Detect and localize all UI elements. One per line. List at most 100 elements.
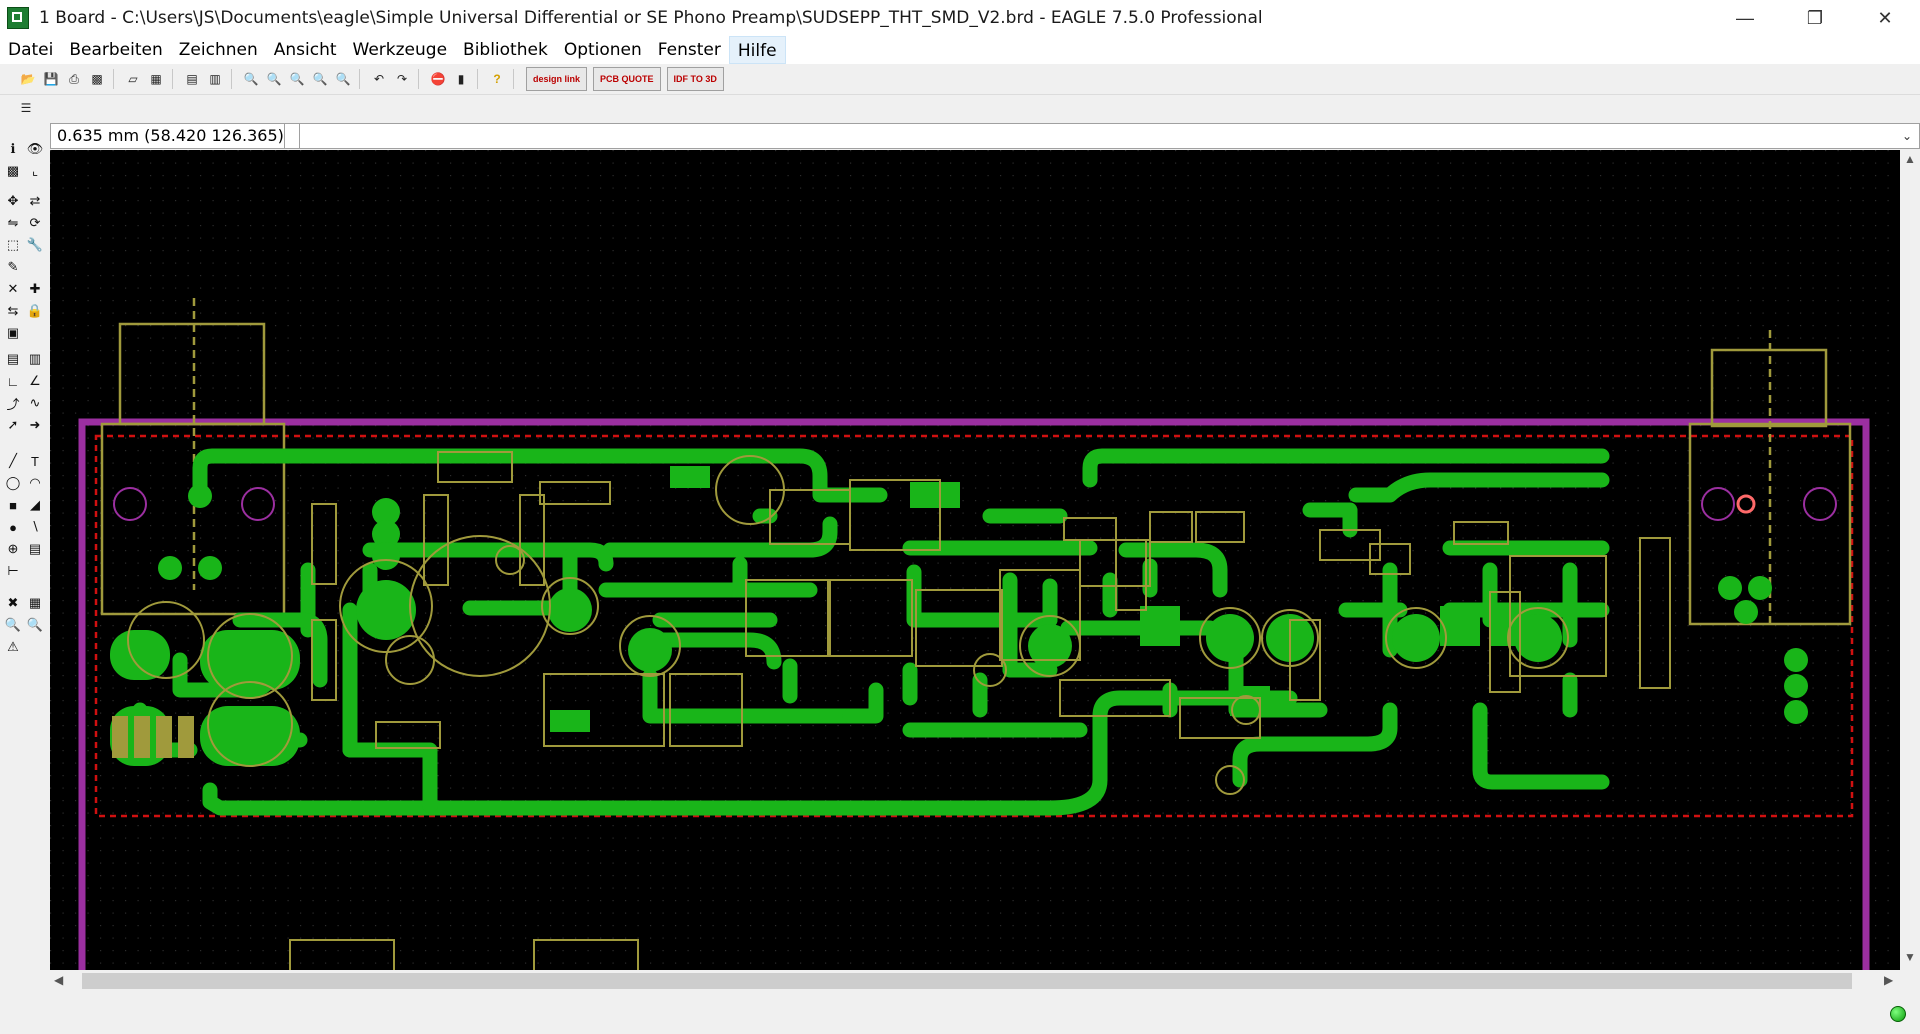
zoom-fit-icon[interactable]: 🔍 [243, 72, 259, 86]
library-icon[interactable]: ▦ [150, 72, 162, 86]
arc-icon[interactable]: ◠ [29, 475, 41, 490]
drc-icon[interactable]: 🔍 [4, 617, 22, 632]
help-icon[interactable]: ? [493, 72, 501, 86]
menu-ansicht[interactable]: Ansicht [273, 40, 337, 60]
undo-icon[interactable]: ↶ [373, 72, 385, 86]
lock-icon[interactable]: 🔒 [26, 303, 44, 318]
change-icon[interactable]: 🔧 [26, 237, 44, 252]
command-toolbar: ℹ 👁 ▩ ⌞ ✥ ⇄ ⇋ ⟳ ⬚ 🔧 ✎ ✕ ✚ ⇆ 🔒 ▣ ▤ ▥ ∟ ∠ … [0, 122, 50, 994]
toolbar-divider [359, 69, 360, 89]
ratsnest-icon[interactable]: ✖ [7, 595, 19, 610]
mount-hole [241, 487, 275, 521]
move-icon[interactable]: ✥ [7, 193, 19, 208]
menu-fenster[interactable]: Fenster [657, 40, 721, 60]
restore-icon[interactable]: ❐ [1806, 7, 1824, 28]
close-icon[interactable]: ✕ [1877, 7, 1893, 28]
rotate-icon[interactable]: ⟳ [29, 215, 41, 230]
menu-datei[interactable]: Datei [8, 40, 54, 60]
parameter-toolbar: ☰ [0, 95, 1920, 121]
zoom-select-icon[interactable]: 🔍 [335, 72, 351, 86]
horizontal-scroll-thumb[interactable] [82, 973, 1852, 989]
erc-icon[interactable]: 🔍 [26, 617, 44, 632]
route-icon[interactable]: ➚ [7, 417, 19, 432]
board-canvas[interactable] [50, 150, 1900, 970]
coordinate-display[interactable]: 0.635 mm (58.420 126.365) [51, 124, 285, 148]
redo-icon[interactable]: ↷ [396, 72, 408, 86]
pcb-quote-button[interactable]: PCB QUOTE [593, 67, 661, 91]
mark-icon[interactable]: ⌞ [31, 163, 39, 178]
polygon-icon[interactable]: ◢ [30, 497, 40, 512]
menu-hilfe[interactable]: Hilfe [728, 36, 786, 64]
copy-icon[interactable]: ⇄ [29, 193, 41, 208]
restrict-outline [94, 434, 1854, 818]
circle-icon[interactable]: ◯ [5, 475, 21, 490]
attribute-icon[interactable]: ▤ [28, 541, 42, 556]
zoom-out-icon[interactable]: 🔍 [289, 72, 305, 86]
command-line-input[interactable] [299, 124, 1893, 148]
smash-icon[interactable]: ▣ [6, 325, 20, 340]
eagle-app-icon [7, 7, 29, 29]
text-icon[interactable]: T [31, 453, 39, 469]
optimize-icon[interactable]: ⤴ [6, 396, 20, 412]
menu-bar: Datei Bearbeiten Zeichnen Ansicht Werkze… [0, 36, 1920, 64]
value-icon[interactable]: ▥ [28, 351, 42, 366]
miter-icon[interactable]: ∠ [29, 373, 41, 388]
vertical-scrollbar[interactable]: ▲ ▼ [1900, 150, 1920, 970]
print-icon[interactable]: ⎙ [69, 71, 79, 86]
display-icon[interactable]: ▩ [6, 163, 20, 178]
meander-icon[interactable]: ∿ [29, 395, 41, 410]
group-icon[interactable]: ⬚ [6, 237, 20, 252]
hole-icon[interactable]: ⊕ [7, 541, 19, 556]
show-icon[interactable]: 👁 [26, 141, 44, 156]
idf-to-3d-button[interactable]: IDF TO 3D [666, 67, 724, 91]
mount-hole [113, 487, 147, 521]
horizontal-scrollbar[interactable]: ◀ ▶ [50, 970, 1900, 992]
mirror-icon[interactable]: ⇋ [7, 215, 19, 230]
zoom-in-icon[interactable]: 🔍 [266, 72, 282, 86]
scr-icon[interactable]: ▥ [209, 72, 221, 86]
delete-icon[interactable]: ✕ [7, 281, 19, 296]
save-icon[interactable]: 💾 [43, 72, 59, 86]
script-icon[interactable]: ▱ [128, 72, 138, 86]
chevron-down-icon[interactable]: ⌄ [1901, 129, 1913, 143]
stop-icon[interactable]: ⛔ [430, 72, 446, 86]
toolbar-divider [231, 69, 232, 89]
layer-select-icon[interactable]: ☰ [20, 101, 32, 115]
copper-pad-highlight [1736, 494, 1756, 514]
menu-werkzeuge[interactable]: Werkzeuge [352, 40, 448, 60]
ulp-icon[interactable]: ▤ [186, 72, 198, 86]
board-outline [78, 418, 1870, 970]
name-icon[interactable]: ▤ [6, 351, 20, 366]
rect-icon[interactable]: ■ [9, 497, 17, 513]
wire-icon[interactable]: ╱ [9, 453, 17, 468]
scroll-down-icon[interactable]: ▼ [1904, 950, 1916, 964]
menu-bearbeiten[interactable]: Bearbeiten [69, 40, 163, 60]
via-icon[interactable]: ● [9, 519, 17, 535]
scroll-right-icon[interactable]: ▶ [1884, 973, 1894, 987]
minimize-icon[interactable]: — [1736, 7, 1754, 28]
cam-icon[interactable]: ▩ [91, 72, 103, 86]
toolbar-divider [113, 69, 114, 89]
autorouter-icon[interactable]: ▦ [28, 595, 42, 610]
signal-icon[interactable]: ∖ [30, 519, 40, 534]
scroll-up-icon[interactable]: ▲ [1904, 152, 1916, 166]
run-icon[interactable]: ▮ [457, 72, 465, 86]
info-icon[interactable]: ℹ [10, 141, 16, 156]
dimension-icon[interactable]: ⊢ [7, 563, 19, 578]
scroll-left-icon[interactable]: ◀ [54, 973, 64, 987]
menu-zeichnen[interactable]: Zeichnen [178, 40, 258, 60]
designlink-button[interactable]: design link [526, 67, 588, 91]
add-icon[interactable]: ✚ [29, 281, 41, 296]
zoom-redraw-icon[interactable]: 🔍 [312, 72, 328, 86]
errors-icon[interactable]: ⚠ [7, 639, 19, 654]
ripup-icon[interactable]: ➜ [29, 417, 41, 432]
split-icon[interactable]: ∟ [6, 373, 20, 389]
pcb-drawing[interactable] [50, 150, 1900, 970]
paste-icon[interactable]: ✎ [7, 259, 19, 274]
vertical-scroll-track[interactable] [1904, 170, 1916, 950]
silkscreen-lower [289, 939, 639, 970]
menu-optionen[interactable]: Optionen [563, 40, 642, 60]
replace-icon[interactable]: ⇆ [7, 303, 19, 318]
menu-bibliothek[interactable]: Bibliothek [463, 40, 548, 60]
open-icon[interactable]: 📂 [20, 72, 36, 86]
